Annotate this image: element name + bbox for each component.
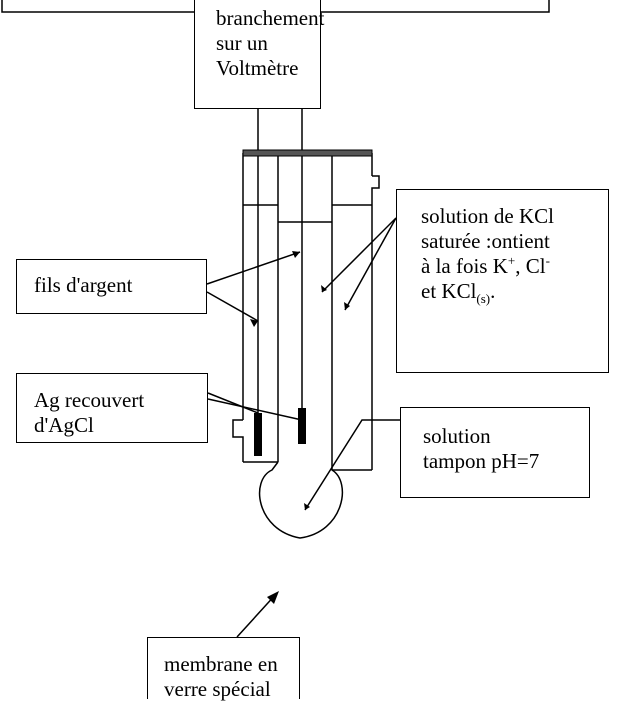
leader-silver-wires-2 [206, 291, 259, 322]
kcl-line-1: solution de KCl [421, 204, 555, 228]
voltmeter-label-box: branchement sur un Voltmètre [194, 0, 325, 109]
membrane-line-1: membrane en [164, 652, 278, 676]
membrane-label-box: membrane en verre spécial [147, 637, 300, 701]
ag-agcl-label-box: Ag recouvert d'AgCl [16, 373, 208, 443]
outer-left-notch [232, 419, 244, 462]
agcl-line-2: d'AgCl [34, 413, 94, 437]
silver-wires-text: fils d'argent [34, 273, 133, 297]
voltmeter-line-1: branchement [216, 6, 325, 30]
leader-kcl-2 [344, 217, 397, 311]
membrane-bulb [258, 461, 344, 539]
voltmeter-line-2: sur un [216, 31, 268, 55]
agcl-line-1: Ag recouvert [34, 388, 145, 412]
outer-right-notch [371, 175, 380, 470]
membrane-arrowhead [267, 591, 279, 604]
agcl-bar-center [298, 408, 306, 444]
membrane-line-2: verre spécial [164, 677, 271, 701]
kcl-line-4: et KCl(s). [421, 279, 496, 307]
kcl-line-2: saturée :ontient [421, 229, 550, 253]
leader-buffer [304, 419, 400, 511]
arrowhead-buffer [304, 503, 310, 510]
silver-wires-label-box: fils d'argent [16, 259, 207, 314]
arrowhead-kcl-1 [321, 285, 327, 292]
agcl-bar-left [254, 413, 262, 456]
arrowhead-kcl-2 [344, 302, 350, 310]
buffer-line-1: solution [423, 424, 491, 448]
kcl-solution-label-box: solution de KCl saturée :ontient à la fo… [396, 189, 609, 373]
buffer-line-2: tampon pH=7 [423, 449, 540, 473]
leader-agcl-1 [207, 392, 259, 414]
leader-kcl-1 [321, 217, 397, 293]
kcl-line-3: à la fois K+, Cl- [421, 253, 550, 278]
arrowhead-wire-2 [250, 319, 258, 327]
leader-agcl-2 [207, 398, 303, 421]
leader-silver-wires [206, 251, 301, 285]
buffer-label-box: solution tampon pH=7 [400, 407, 590, 498]
voltmeter-line-3: Voltmètre [216, 56, 299, 80]
electrode-cap [242, 149, 373, 157]
arrowhead-wire-1 [292, 251, 300, 258]
